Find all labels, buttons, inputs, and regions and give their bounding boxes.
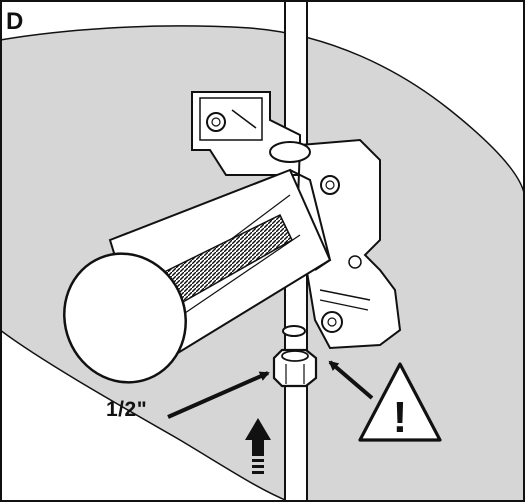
size-pointer-arrow <box>167 371 270 419</box>
hex-nut-fitting <box>272 348 318 388</box>
lower-bracket <box>296 138 402 350</box>
motor-body <box>63 168 332 384</box>
warning-pointer-arrow <box>328 360 374 400</box>
panel-letter: D <box>6 8 24 35</box>
fitting-size-label: 1/2" <box>106 398 148 421</box>
insert-up-arrow <box>245 418 271 474</box>
seal-washer <box>282 325 306 337</box>
upper-bracket <box>191 91 301 176</box>
pipe-collar <box>269 141 311 163</box>
warning-exclamation: ! <box>393 393 408 442</box>
warning-triangle-icon: ! <box>358 362 442 442</box>
motor-end-cap <box>63 252 187 384</box>
wall-cutout <box>0 329 291 502</box>
